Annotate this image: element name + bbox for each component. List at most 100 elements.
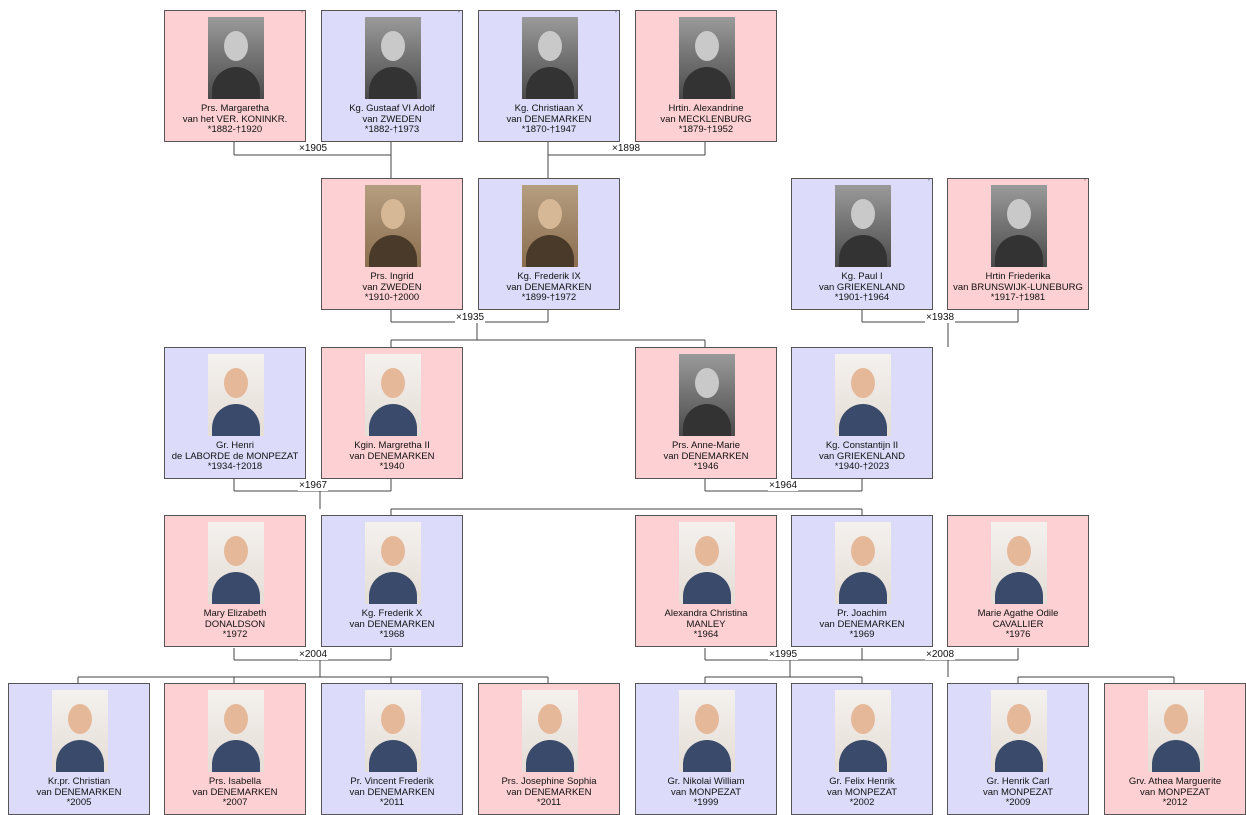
person-name: Pr. Joachim	[837, 609, 887, 619]
person-dates: *1972	[222, 630, 248, 640]
portrait-photo	[991, 185, 1047, 267]
person-dates: *2011	[536, 798, 562, 808]
marriage-label-1935: ×1935	[455, 312, 486, 323]
portrait-photo	[522, 17, 578, 99]
person-dates: *1976	[1005, 630, 1031, 640]
person-name: Kg. Christiaan X	[514, 104, 584, 114]
person-dates: *1940-†2023	[834, 462, 890, 472]
person-dates: *1934-†2018	[207, 462, 263, 472]
person-dates: *1946	[693, 462, 719, 472]
marriage-label-1905: ×1905	[298, 143, 329, 154]
person-dates: *1882-†1973	[364, 125, 420, 135]
person-dates: *1999	[693, 798, 719, 808]
person-name: Kg. Frederik X	[361, 609, 423, 619]
corner-mark: °	[1083, 179, 1086, 185]
person-house: van DENEMARKEN	[349, 451, 435, 462]
portrait-photo	[522, 185, 578, 267]
person-dates: *1901-†1964	[834, 293, 890, 303]
person-dates: *1899-†1972	[521, 293, 577, 303]
person-house: van DENEMARKEN	[192, 787, 278, 798]
portrait-photo	[365, 185, 421, 267]
person-name: Hrtin. Alexandrine	[668, 104, 744, 114]
portrait-photo	[208, 522, 264, 604]
portrait-photo	[365, 354, 421, 436]
marriage-label-2008: ×2008	[925, 649, 956, 660]
person-house: van MONPEZAT	[670, 787, 742, 798]
person-house: DONALDSON	[204, 619, 266, 630]
marriage-label-1964: ×1964	[768, 480, 799, 491]
person-house: van MECKLENBURG	[660, 114, 752, 125]
person-house: van DENEMARKEN	[349, 619, 435, 630]
portrait-photo	[1148, 690, 1204, 772]
person-house: van ZWEDEN	[362, 114, 422, 125]
person-house: van BRUNSWIJK-LÜNEBURG	[953, 282, 1083, 293]
person-dates: *2012	[1162, 798, 1188, 808]
portrait-photo	[522, 690, 578, 772]
marriage-label-1995: ×1995	[768, 649, 799, 660]
portrait-photo	[991, 522, 1047, 604]
person-name: Kg. Constantijn II	[825, 441, 899, 451]
portrait-photo	[679, 354, 735, 436]
person-name: Prs. Isabella	[208, 777, 262, 787]
person-house: van DENEMARKEN	[36, 787, 122, 798]
portrait-photo	[835, 185, 891, 267]
person-house: van GRIEKENLAND	[818, 451, 906, 462]
person-house: van DENEMARKEN	[819, 619, 905, 630]
corner-mark: °	[300, 11, 303, 17]
portrait-photo	[835, 354, 891, 436]
portrait-photo	[208, 17, 264, 99]
portrait-photo	[52, 690, 108, 772]
person-dates: *1968	[379, 630, 405, 640]
portrait-photo	[365, 690, 421, 772]
person-dates: *1964	[693, 630, 719, 640]
person-house: van MONPEZAT	[826, 787, 898, 798]
marriage-label-1938: ×1938	[925, 312, 956, 323]
person-house: van het VER. KONINKR.	[182, 114, 288, 125]
corner-mark: °	[614, 11, 617, 17]
portrait-photo	[835, 522, 891, 604]
person-name: Kg. Gustaaf VI Adolf	[349, 104, 435, 114]
person-name: Pr. Vincent Frederik	[350, 777, 434, 787]
person-name: Prs. Ingrid	[370, 272, 414, 282]
person-dates: *1870-†1947	[521, 125, 577, 135]
person-name: Kr.pr. Christian	[47, 777, 111, 787]
person-name: Prs. Margaretha	[200, 104, 270, 114]
person-house: van GRIEKENLAND	[818, 282, 906, 293]
portrait-photo	[679, 17, 735, 99]
marriage-label-1967: ×1967	[298, 480, 329, 491]
person-dates: *2011	[379, 798, 405, 808]
person-house: van DENEMARKEN	[506, 282, 592, 293]
person-house: MANLEY	[686, 619, 726, 630]
portrait-photo	[835, 690, 891, 772]
portrait-photo	[679, 690, 735, 772]
person-house: van DENEMARKEN	[506, 787, 592, 798]
person-name: Marie Agathe Odile	[977, 609, 1059, 619]
person-dates: *1940	[379, 462, 405, 472]
portrait-photo	[208, 690, 264, 772]
